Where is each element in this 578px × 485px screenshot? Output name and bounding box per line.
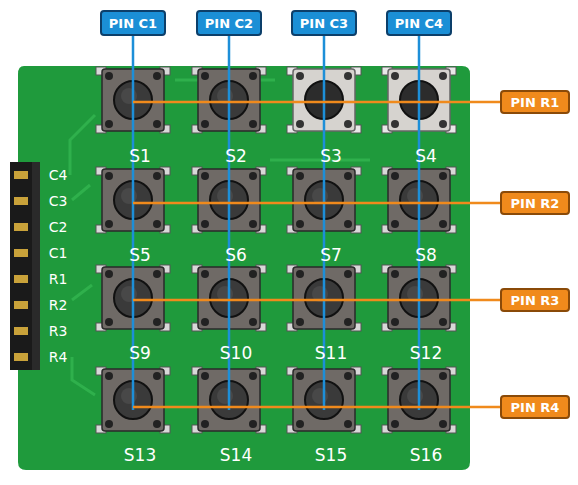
row-pin-tag: PIN R3 xyxy=(500,288,570,312)
column-pin-tag: PIN C1 xyxy=(100,10,166,36)
switch-label: S1 xyxy=(129,146,151,166)
switch-label: S3 xyxy=(320,146,342,166)
switch-label: S16 xyxy=(410,445,442,465)
pin-name: PIN C1 xyxy=(109,16,157,31)
pin-name: PIN C2 xyxy=(205,16,253,31)
tactile-buttons xyxy=(96,67,456,433)
switch-label: S2 xyxy=(225,146,247,166)
switch-label: S4 xyxy=(415,146,437,166)
row-leader-lines xyxy=(133,102,500,407)
switch-label: S10 xyxy=(220,343,252,363)
switch-label: S11 xyxy=(315,343,347,363)
header-pin-label: C4 xyxy=(49,167,68,183)
column-pin-tag: PIN C2 xyxy=(196,10,262,36)
column-pin-tag: PIN C4 xyxy=(386,10,452,36)
switch-label: S5 xyxy=(129,245,151,265)
pin-name: PIN R2 xyxy=(511,196,560,211)
pin-name: PIN R3 xyxy=(511,293,560,308)
column-leader-lines xyxy=(133,36,419,410)
switch-label: S15 xyxy=(315,445,347,465)
pin-header xyxy=(10,162,40,370)
pin-name: PIN R1 xyxy=(511,95,560,110)
switch-label: S6 xyxy=(225,245,247,265)
switch-label: S13 xyxy=(124,445,156,465)
switch-label: S12 xyxy=(410,343,442,363)
header-pin-label: C1 xyxy=(49,245,68,261)
column-pin-tag: PIN C3 xyxy=(291,10,357,36)
header-pin-label: R4 xyxy=(49,349,68,365)
switch-label: S9 xyxy=(129,343,151,363)
pcb-board xyxy=(18,66,470,470)
row-pin-tag: PIN R2 xyxy=(500,191,570,215)
header-pin-label: C3 xyxy=(49,193,68,209)
row-pin-tag: PIN R4 xyxy=(500,395,570,419)
switch-label: S7 xyxy=(320,245,342,265)
pin-name: PIN C4 xyxy=(395,16,443,31)
switch-label: S14 xyxy=(220,445,252,465)
header-pin-label: R3 xyxy=(49,323,68,339)
pin-name: PIN C3 xyxy=(300,16,348,31)
pin-name: PIN R4 xyxy=(511,400,560,415)
header-pin-label: C2 xyxy=(49,219,68,235)
header-pin-label: R1 xyxy=(49,271,68,287)
switch-label: S8 xyxy=(415,245,437,265)
header-pin-label: R2 xyxy=(49,297,68,313)
row-pin-tag: PIN R1 xyxy=(500,90,570,114)
